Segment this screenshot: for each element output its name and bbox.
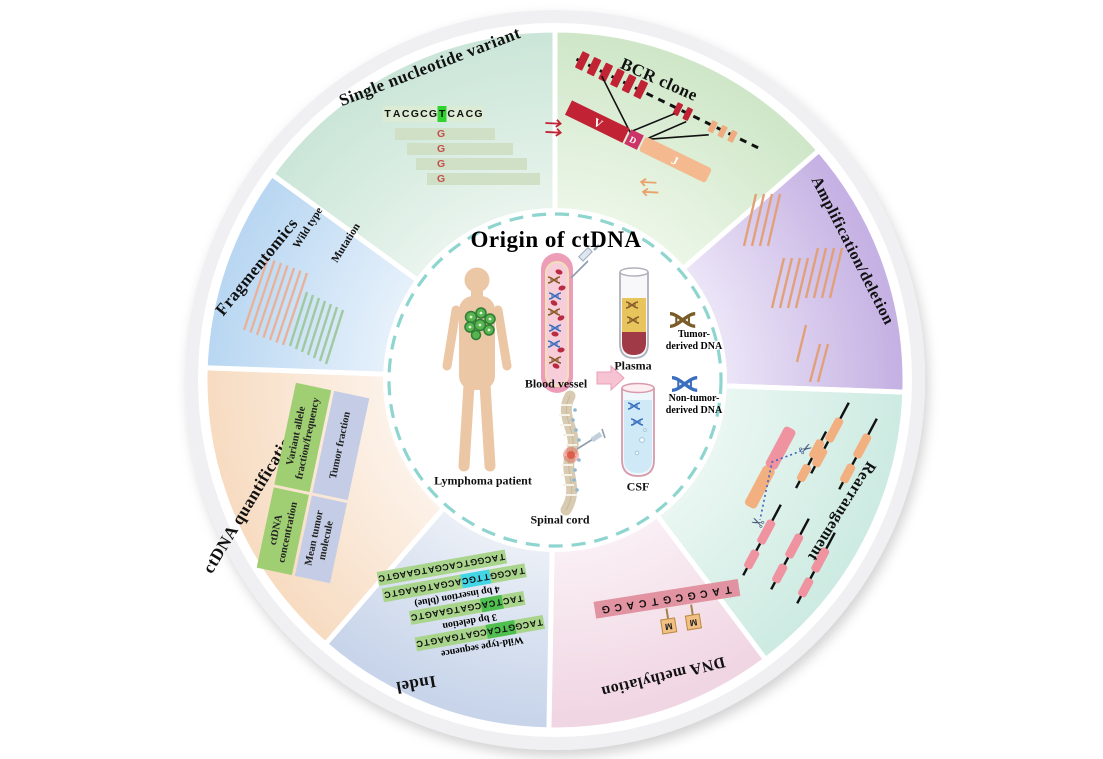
snv-read: G [407,143,513,155]
methyl-stem [690,604,694,615]
label-blood-vessel: Blood vessel [524,376,588,391]
methyl-mark: M [660,617,678,635]
tumor-cells [464,307,496,341]
blood-vessel-art [541,244,600,393]
snv-read: G [416,158,527,170]
d-segment-bar [624,129,644,150]
snv-read: G [395,128,495,140]
snv-read: G [427,173,540,185]
lumbar-puncture-needle-icon [576,428,606,450]
label-non-tumor-derived-dna: Non-tumor-derived DNA [665,393,723,416]
syringe-icon [570,244,600,279]
label-spinal-cord: Spinal cord [530,512,590,527]
copy-number-lines [742,193,844,383]
fusion-chromosome [745,426,796,509]
label-plasma: Plasma [614,358,652,373]
label-lymphoma-patient: Lymphoma patient [434,473,532,488]
wild-type-fragment-lines [242,257,309,346]
csf-tube [621,382,655,477]
center-title: Origin of ctDNA [470,227,642,252]
label-csf: CSF [626,479,650,494]
label-tumor-derived-dna: Tumor-derived DNA [665,329,723,352]
plasma-tube [619,267,649,359]
methyl-stem [665,608,670,619]
vdj-recombination-art: V D J [545,51,762,197]
arrow-right-icon [596,364,625,392]
red-arrows-icon [545,119,563,137]
mutation-fragment-lines [288,291,345,365]
orange-arrows-icon [639,178,659,197]
j-segment-bar [639,137,712,183]
spinal-cord-art [559,390,606,516]
methyl-mark: M [684,613,702,631]
j-label: J [669,153,681,168]
scissors-icon: ✂ [749,511,768,532]
rearrangement-art: ✂ ✂ [742,402,878,604]
d-label: D [628,134,639,146]
v-segment-bar [564,100,630,143]
dashed-circle [387,212,723,548]
